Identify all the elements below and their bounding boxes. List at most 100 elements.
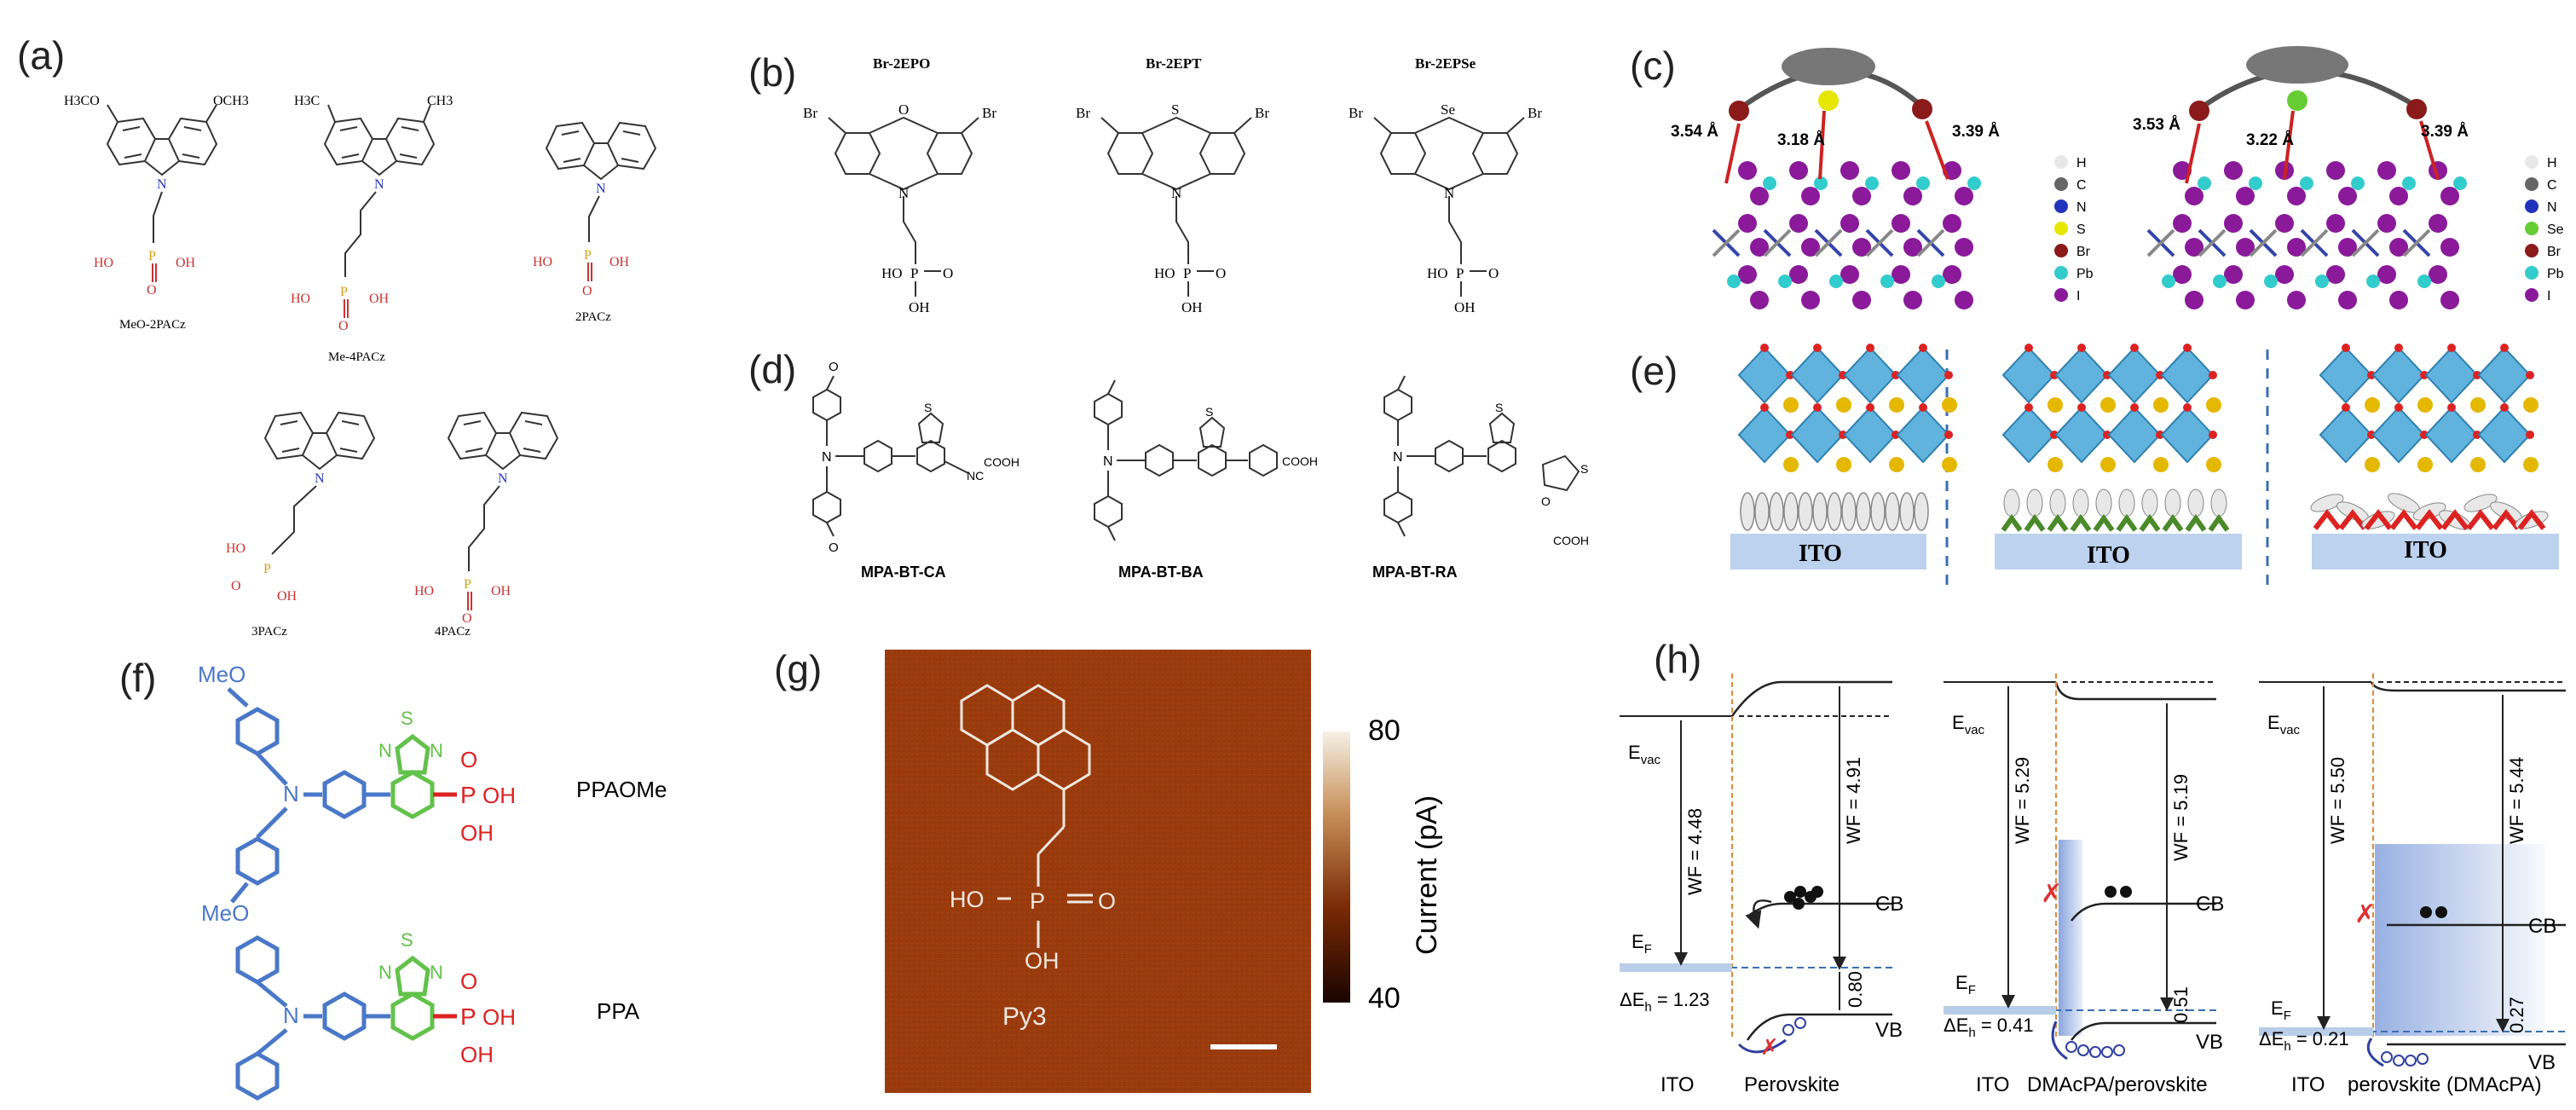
svg-text:2PACz: 2PACz <box>575 310 611 324</box>
h1-left-label: ITO <box>1661 1073 1695 1096</box>
svg-text:EF: EF <box>2271 997 2291 1023</box>
svg-text:O: O <box>1216 265 1226 281</box>
svg-text:HO: HO <box>533 255 552 269</box>
svg-text:O: O <box>460 747 477 772</box>
svg-text:O: O <box>1098 888 1116 914</box>
svg-text:CB: CB <box>2196 893 2224 916</box>
panel-a: (a) H3C O <box>0 0 733 674</box>
svg-text:CH3: CH3 <box>427 94 453 108</box>
panel-c-structures: 3.54 Å 3.18 Å 3.39 Å 3.53 Å 3.22 Å 3.39 … <box>1671 46 2564 309</box>
py3-label: Py3 <box>1002 1003 1047 1031</box>
c-right-d3: 3.39 Å <box>2421 123 2469 141</box>
svg-text:O: O <box>462 611 472 626</box>
legend-label-h: H <box>2076 156 2087 171</box>
panel-g-label: (g) <box>774 647 823 691</box>
svg-text:N: N <box>283 1003 299 1028</box>
colorbar-min: 40 <box>1368 982 1401 1015</box>
molecule-me-4pacz: H3C CH3 N P HO OH O Me-4PACz <box>291 94 453 364</box>
svg-text:VB: VB <box>2528 1051 2556 1074</box>
colorbar <box>1323 731 1350 1003</box>
svg-text:P: P <box>464 577 471 592</box>
h3-dEh: ΔEh = 0.21 <box>2259 1028 2349 1054</box>
ppa-label: PPA <box>597 998 640 1024</box>
panel-e-illustration: ITO ITO ITO <box>1730 344 2559 588</box>
svg-text:OH: OH <box>460 1042 494 1067</box>
svg-text:Evac: Evac <box>1628 742 1661 767</box>
h3-gap: 0.27 <box>2506 997 2527 1033</box>
svg-text:ITO: ITO <box>1799 541 1842 567</box>
svg-text:OH: OH <box>369 292 390 306</box>
legend-swatch-i <box>2054 288 2068 302</box>
legend-label-s: S <box>2076 223 2086 237</box>
svg-text:ITO: ITO <box>2087 542 2130 569</box>
svg-text:HO: HO <box>1154 265 1175 281</box>
svg-text:MeO: MeO <box>198 662 245 687</box>
svg-text:O: O <box>582 284 592 298</box>
molecule-meo-2pacz: H3CO OCH3 N P HO OH O MeO-2PACz <box>64 94 249 332</box>
svg-text:N: N <box>596 182 606 196</box>
h2-wf-right: WF = 5.19 <box>2170 774 2192 861</box>
svg-text:P: P <box>340 285 348 299</box>
molecule-2pacz: N P HO OH O 2PACz <box>533 122 656 324</box>
svg-text:Br: Br <box>803 105 817 121</box>
legend-swatch-h <box>2054 155 2068 169</box>
panel-f: (f) MeO N MeO S N N P O O <box>0 631 733 1108</box>
legend-swatch-s <box>2054 222 2068 235</box>
panel-a-label: (a) <box>17 33 66 78</box>
legend-label-br: Br <box>2076 245 2091 259</box>
svg-text:VB: VB <box>1875 1019 1903 1042</box>
molecule-br-2ept: Br-2EPT S Br Br N P HO O OH <box>1076 55 1269 315</box>
legend-label-n: N <box>2547 200 2557 215</box>
molecule-mpa-bt-ca: N O O S NC COOH MPA-BT-CA <box>813 360 1019 581</box>
svg-text:Evac: Evac <box>1952 712 1985 737</box>
svg-text:HO: HO <box>950 887 985 912</box>
ppaome-label: PPAOMe <box>576 777 667 802</box>
svg-text:COOH: COOH <box>1282 454 1318 468</box>
svg-text:OH: OH <box>909 299 930 315</box>
svg-text:N: N <box>430 740 443 761</box>
molecule-ppaome: MeO N MeO S N N P O OH OH PPAOMe <box>198 662 667 926</box>
h1-wf-right: WF = 4.91 <box>1843 757 1864 844</box>
legend-label-h: H <box>2547 156 2557 171</box>
svg-text:S: S <box>1171 101 1179 118</box>
svg-text:Br: Br <box>1349 105 1363 121</box>
panel-e: (e) ITO ITO ITO <box>1620 332 2576 605</box>
svg-text:S: S <box>401 708 413 729</box>
h3-wf-right: WF = 5.44 <box>2506 757 2527 844</box>
svg-text:P: P <box>148 249 156 263</box>
svg-text:OH: OH <box>1181 299 1203 315</box>
svg-text:O: O <box>829 360 839 374</box>
svg-text:N: N <box>1171 185 1181 201</box>
svg-text:Me-4PACz: Me-4PACz <box>328 350 385 364</box>
panel-c: (c) 3.54 Å 3.18 Å 3.39 Å 3.53 Å <box>1620 0 2576 324</box>
svg-text:N: N <box>1444 185 1454 201</box>
panel-h-label: (h) <box>1654 637 1702 681</box>
svg-text:ITO: ITO <box>2404 537 2447 564</box>
svg-text:N: N <box>378 740 392 761</box>
svg-text:H3C: H3C <box>294 94 320 108</box>
legend-label-pb: Pb <box>2547 267 2564 281</box>
legend-swatch-br <box>2525 244 2538 257</box>
svg-text:✗: ✗ <box>1760 1034 1779 1060</box>
h1-dEh: ΔEh = 1.23 <box>1620 989 1710 1015</box>
panel-h-energy-diagrams: ✗ Evac EF WF = 4.48 WF = 4.91 0.80 ΔEh =… <box>1620 674 2566 1096</box>
panel-f-structures: MeO N MeO S N N P O OH OH PPAOMe <box>198 662 667 1108</box>
svg-text:Br-2EPT: Br-2EPT <box>1146 55 1202 72</box>
panel-b-label: (b) <box>748 50 797 95</box>
molecule-3pacz: N P HO OH O 3PACz <box>226 412 375 639</box>
svg-text:OCH3: OCH3 <box>213 94 249 108</box>
svg-text:S: S <box>1495 401 1503 414</box>
svg-text:O: O <box>460 968 477 994</box>
svg-text:S: S <box>924 401 932 414</box>
h1-gap: 0.80 <box>1845 971 1866 1008</box>
svg-text:N: N <box>898 185 909 201</box>
svg-text:Br-2EPSe: Br-2EPSe <box>1415 55 1476 72</box>
svg-text:OH: OH <box>277 589 297 604</box>
legend-label-br: Br <box>2547 245 2562 259</box>
svg-text:S: S <box>1580 462 1588 476</box>
legend-swatch-c <box>2525 177 2538 191</box>
svg-text:O: O <box>898 101 909 118</box>
h2-gap: 0.51 <box>2170 986 2192 1023</box>
h3-left-label: ITO <box>2291 1073 2325 1096</box>
